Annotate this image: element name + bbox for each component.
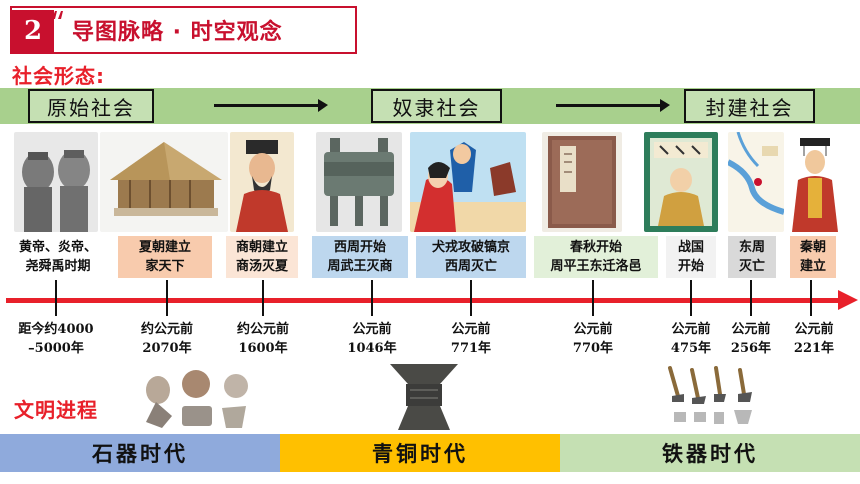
stage-primitive: 原始社会 [28,89,154,123]
qin-emperor-portrait-image [788,132,842,232]
yellow-emperor-statue-image [14,132,98,232]
stage-slave: 奴隶社会 [371,89,502,123]
event-label: 商朝建立 商汤灭夏 [226,236,298,278]
event-date: 公元前 770年 [572,322,614,356]
timeline-tick [690,280,692,316]
timeline-arrowhead [838,290,858,310]
event-label: 秦朝 建立 [790,236,836,278]
timeline-tick [166,280,168,316]
event-date: 约公元前 2070年 [140,322,193,356]
society-label: 社会形态: [12,64,105,88]
warring-states-book-image [644,132,718,232]
timeline-tick [55,280,57,316]
event-label: 西周开始 周武王灭商 [312,236,408,278]
xia-palace-image [100,132,228,232]
quote-mark-icon [52,11,63,19]
spring-autumn-book-image [542,132,622,232]
section-header [10,6,357,54]
stone-tools-image [146,370,248,428]
stage-arrow [556,99,670,112]
event-label: 黄帝、炎帝、 尧舜禹时期 [18,240,97,274]
timeline-tick [371,280,373,316]
timeline-tick [750,280,752,316]
civilization-label: 文明进程 [14,398,98,422]
event-date: 公元前 256年 [730,322,772,356]
bronze-zun-vessel-image [390,364,458,430]
event-label: 夏朝建立 家天下 [118,236,212,278]
event-date: 公元前 771年 [450,322,492,356]
timeline-tick [470,280,472,316]
timeline-tick [810,280,812,316]
event-date: 距今约4000 –5000年 [18,322,94,356]
timeline-tick [592,280,594,316]
bronze-ding-vessel-image [316,132,402,232]
section-title: 导图脉略 · 时空观念 [72,20,283,45]
event-date: 公元前 221年 [793,322,835,356]
eastern-zhou-map-image [728,132,784,232]
iron-farm-tools-image [668,366,752,424]
stage-arrow [214,99,328,112]
stage-feudal: 封建社会 [684,89,815,123]
era-bronze-age: 青铜时代 [280,434,560,472]
shang-tang-portrait-image [230,132,294,232]
event-label: 犬戎攻破镐京 西周灭亡 [416,236,526,278]
quanrong-attack-illustration-image [410,132,526,232]
timeline-tick [262,280,264,316]
timeline-axis [6,298,846,303]
event-date: 公元前 1046年 [347,322,397,356]
event-date: 约公元前 1600年 [236,322,289,356]
section-number-badge: 2 [12,10,54,52]
era-stone-age: 石器时代 [0,434,280,472]
event-date: 公元前 475年 [670,322,712,356]
event-label: 战国 开始 [666,236,716,278]
event-label: 东周 灭亡 [728,236,776,278]
event-label: 春秋开始 周平王东迁洛邑 [534,236,658,278]
era-iron-age: 铁器时代 [560,434,860,472]
